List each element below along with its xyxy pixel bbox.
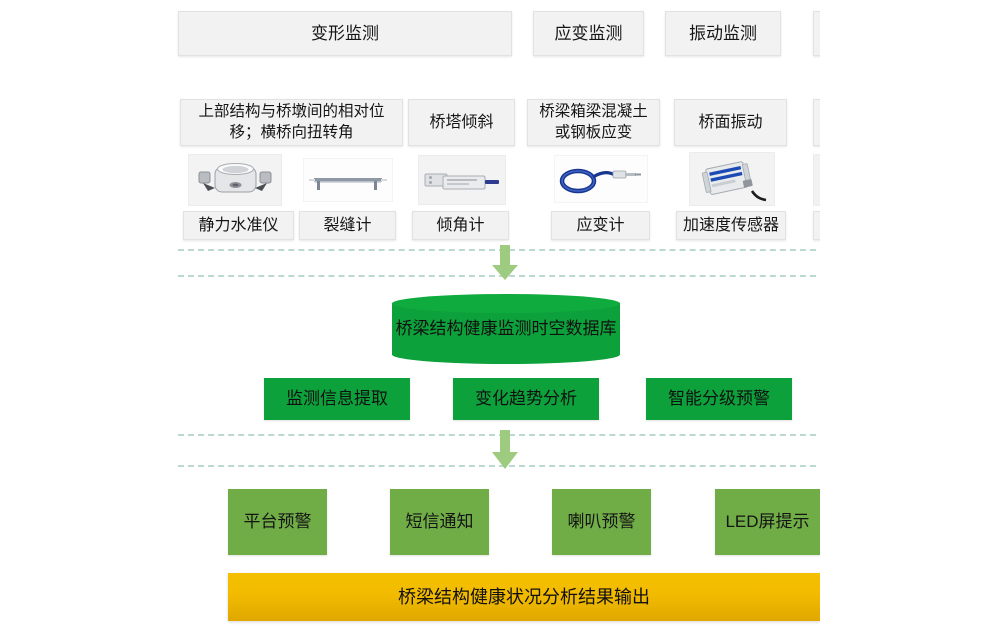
sensor-label: 应变计 — [576, 216, 625, 234]
hydrostatic-level-sensor-photo — [188, 154, 282, 206]
analysis-module-label: 智能分级预警 — [668, 389, 770, 409]
monitoring-category-deformation[interactable]: 变形监测 — [178, 11, 512, 56]
measured-quantity-label: 桥面振动 — [698, 113, 763, 131]
flow-arrow-to-database — [488, 245, 522, 281]
database-label: 桥梁结构健康监测时空数据库 — [395, 318, 617, 338]
spatiotemporal-database-cylinder[interactable]: 桥梁结构健康监测时空数据库 — [392, 294, 620, 364]
measured-quantity-clipped[interactable] — [813, 99, 820, 146]
alert-channel-led-screen[interactable]: LED屏提示 — [715, 489, 820, 555]
sensor-label-clipped[interactable] — [813, 211, 820, 240]
monitoring-category-label: 变形监测 — [311, 23, 379, 43]
alert-channel-label: LED屏提示 — [725, 512, 810, 532]
sensor-label: 静力水准仪 — [198, 216, 279, 234]
alert-channel-sms[interactable]: 短信通知 — [390, 489, 489, 555]
analysis-module-graded-warning[interactable]: 智能分级预警 — [646, 378, 792, 420]
sensor-label-inclinometer[interactable]: 倾角计 — [412, 211, 509, 240]
measured-quantity-tower-tilt[interactable]: 桥塔倾斜 — [408, 99, 515, 146]
accelerometer-photo — [689, 152, 775, 206]
measured-quantity-relative-displacement[interactable]: 上部结构与桥墩间的相对位移；横桥向扭转角 — [180, 99, 403, 146]
analysis-module-label: 监测信息提取 — [286, 389, 388, 409]
measured-quantity-box-girder-strain[interactable]: 桥梁箱梁混凝土或钢板应变 — [527, 99, 660, 146]
monitoring-category-label: 应变监测 — [554, 23, 623, 43]
divider-upper-1 — [178, 249, 820, 251]
alert-channel-speaker[interactable]: 喇叭预警 — [552, 489, 651, 555]
measured-quantity-label: 桥梁箱梁混凝土或钢板应变 — [539, 103, 648, 141]
alert-channel-label: 平台预警 — [243, 512, 312, 532]
cylinder-bottom-ellipse — [392, 345, 620, 364]
alert-channel-platform[interactable]: 平台预警 — [228, 489, 327, 555]
divider-lower-2 — [178, 465, 820, 467]
divider-upper-2 — [178, 275, 820, 277]
alert-channel-label: 喇叭预警 — [567, 512, 636, 532]
output-bar-label: 桥梁结构健康状况分析结果输出 — [398, 586, 650, 607]
alert-channel-label: 短信通知 — [405, 512, 474, 532]
sensor-label: 倾角计 — [436, 216, 485, 234]
divider-lower-1 — [178, 434, 820, 436]
sensor-label-accelerometer[interactable]: 加速度传感器 — [676, 211, 786, 240]
monitoring-category-strain[interactable]: 应变监测 — [533, 11, 644, 56]
crack-meter-photo — [303, 158, 393, 202]
sensor-label-strain-gauge[interactable]: 应变计 — [551, 211, 650, 240]
inclinometer-photo — [418, 155, 506, 205]
measured-quantity-deck-vibration[interactable]: 桥面振动 — [674, 99, 787, 146]
analysis-module-trend-analysis[interactable]: 变化趋势分析 — [453, 378, 599, 420]
monitoring-category-vibration[interactable]: 振动监测 — [665, 11, 781, 56]
diagram-canvas: 变形监测 应变监测 振动监测 上部结构与桥墩间的相对位移；横桥向扭转角 桥塔倾斜… — [178, 11, 820, 621]
sensor-label-hydrostatic-level[interactable]: 静力水准仪 — [183, 211, 294, 240]
analysis-result-output-bar[interactable]: 桥梁结构健康状况分析结果输出 — [228, 573, 820, 621]
monitoring-category-clipped[interactable] — [813, 11, 820, 56]
measured-quantity-label: 上部结构与桥墩间的相对位移；横桥向扭转角 — [198, 103, 385, 141]
flow-arrow-to-alerts — [488, 430, 522, 470]
strain-gauge-photo — [554, 155, 648, 203]
sensor-label: 加速度传感器 — [682, 216, 779, 234]
sensor-photo-clipped — [813, 154, 820, 206]
analysis-module-info-extraction[interactable]: 监测信息提取 — [264, 378, 410, 420]
cylinder-top-ellipse — [392, 294, 620, 313]
analysis-module-label: 变化趋势分析 — [475, 389, 577, 409]
measured-quantity-label: 桥塔倾斜 — [429, 113, 494, 131]
sensor-label-crack-meter[interactable]: 裂缝计 — [299, 211, 396, 240]
monitoring-category-label: 振动监测 — [689, 23, 757, 43]
sensor-label: 裂缝计 — [323, 216, 372, 234]
